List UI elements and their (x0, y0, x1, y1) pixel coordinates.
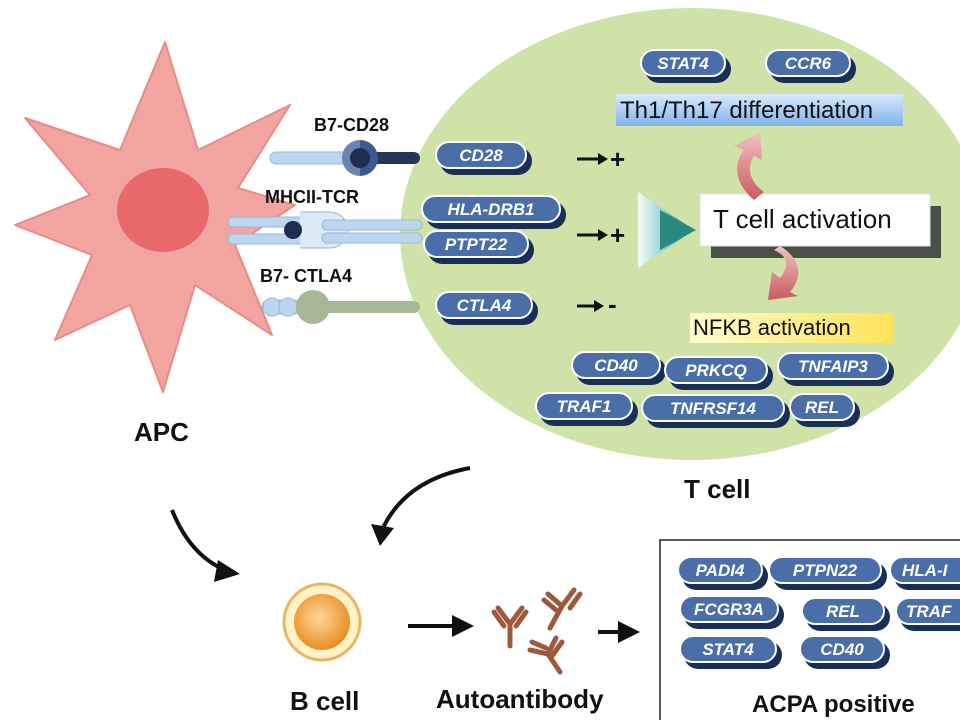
b-cell (282, 582, 362, 662)
up-curved-arrow (734, 132, 764, 200)
acpa-pill-stat4: STAT4 (679, 635, 782, 669)
th1-th17-differentiation-box: Th1/Th17 differentiation (616, 94, 903, 126)
svg-text:TRAF: TRAF (906, 602, 952, 621)
tcell-to-bcell-arrow (371, 466, 471, 546)
svg-text:CTLA4: CTLA4 (457, 296, 512, 315)
gene-pill-cd40-tcell: CD40 (571, 351, 666, 385)
gene-pill-ctla4: CTLA4 (435, 291, 538, 325)
mhc-tcr-receptor (227, 211, 423, 249)
acpa-pill-rel: REL (801, 597, 890, 631)
antibody-icon-2 (541, 587, 583, 631)
svg-text:T cell activation: T cell activation (713, 204, 892, 234)
acpa-pill-traf-cut: TRAF (895, 597, 960, 631)
svg-text:PTPN22: PTPN22 (793, 561, 858, 580)
gene-pill-ptpt22: PTPT22 (423, 230, 534, 264)
apc-label: APC (134, 417, 189, 447)
acpa-pill-fcgr3a: FCGR3A (679, 595, 784, 629)
svg-text:STAT4: STAT4 (702, 640, 754, 659)
b7-ctla4-label: B7- CTLA4 (260, 266, 352, 286)
acpa-pill-padi4: PADI4 (677, 556, 768, 590)
gene-pill-stat4-tcell: STAT4 (640, 49, 731, 83)
b7-ctla4-receptor (261, 290, 420, 324)
svg-text:PTPT22: PTPT22 (445, 235, 508, 254)
mhc-arrow (577, 229, 608, 241)
svg-text:REL: REL (805, 398, 839, 417)
b7-cd28-label: B7-CD28 (314, 115, 389, 135)
gene-pill-tnfaip3: TNFAIP3 (777, 352, 894, 386)
apc-nucleus (117, 168, 209, 252)
autoantibody-label: Autoantibody (436, 684, 604, 714)
acpa-pill-ptpn22: PTPN22 (768, 556, 887, 590)
svg-text:CD40: CD40 (594, 356, 638, 375)
gene-pill-traf1: TRAF1 (535, 392, 638, 426)
down-curved-arrow (768, 246, 799, 300)
svg-text:CD28: CD28 (459, 146, 503, 165)
ctla4-arrow (577, 300, 604, 312)
svg-text:HLA-DRB1: HLA-DRB1 (448, 200, 535, 219)
gene-pill-tnfrsf14: TNFRSF14 (641, 394, 790, 428)
gene-pill-ccr6: CCR6 (765, 49, 856, 83)
gene-pill-cd28: CD28 (435, 141, 532, 175)
svg-text:PADI4: PADI4 (696, 561, 745, 580)
acpa-pill-hla-cut: HLA-I (889, 556, 960, 590)
svg-text:PRKCQ: PRKCQ (685, 361, 746, 380)
antibody-icon-1 (491, 605, 529, 649)
svg-text:STAT4: STAT4 (657, 54, 709, 73)
svg-text:REL: REL (826, 602, 860, 621)
t-cell-activation-box: T cell activation (699, 193, 941, 258)
svg-text:CCR6: CCR6 (785, 54, 832, 73)
mhc-tcr-label: MHCII-TCR (265, 187, 359, 207)
ctla4-sign: - (608, 289, 617, 319)
antibody-to-acpa-arrow (598, 621, 640, 643)
acpa-positive-label: ACPA positive (752, 691, 915, 718)
cd28-sign: + (610, 144, 625, 174)
t-cell-label: T cell (684, 474, 750, 504)
gene-pill-rel-tcell: REL (789, 393, 860, 427)
acpa-pill-cd40: CD40 (799, 635, 890, 669)
svg-text:Th1/Th17 differentiation: Th1/Th17 differentiation (620, 97, 873, 124)
svg-text:FCGR3A: FCGR3A (694, 600, 764, 619)
gene-pill-prkcq: PRKCQ (664, 356, 773, 390)
svg-text:TRAF1: TRAF1 (557, 397, 612, 416)
b7-cd28-receptor (269, 140, 420, 176)
bcell-to-antibody-arrow (408, 615, 474, 637)
svg-text:NFKB activation: NFKB activation (693, 315, 851, 340)
apc-to-bcell-arrow (170, 509, 240, 582)
svg-text:TNFRSF14: TNFRSF14 (670, 399, 757, 418)
b-cell-label: B cell (290, 686, 359, 716)
cd28-arrow (577, 153, 608, 165)
svg-text:TNFAIP3: TNFAIP3 (798, 357, 868, 376)
antibody-icon-3 (527, 635, 565, 675)
svg-text:HLA-I: HLA-I (902, 561, 949, 580)
gene-pill-hla-drb1: HLA-DRB1 (421, 195, 566, 229)
svg-text:CD40: CD40 (820, 640, 864, 659)
signal-convergence-wedge (638, 192, 696, 268)
nfkb-activation-box: NFKB activation (690, 313, 893, 343)
mhc-sign: + (610, 220, 625, 250)
